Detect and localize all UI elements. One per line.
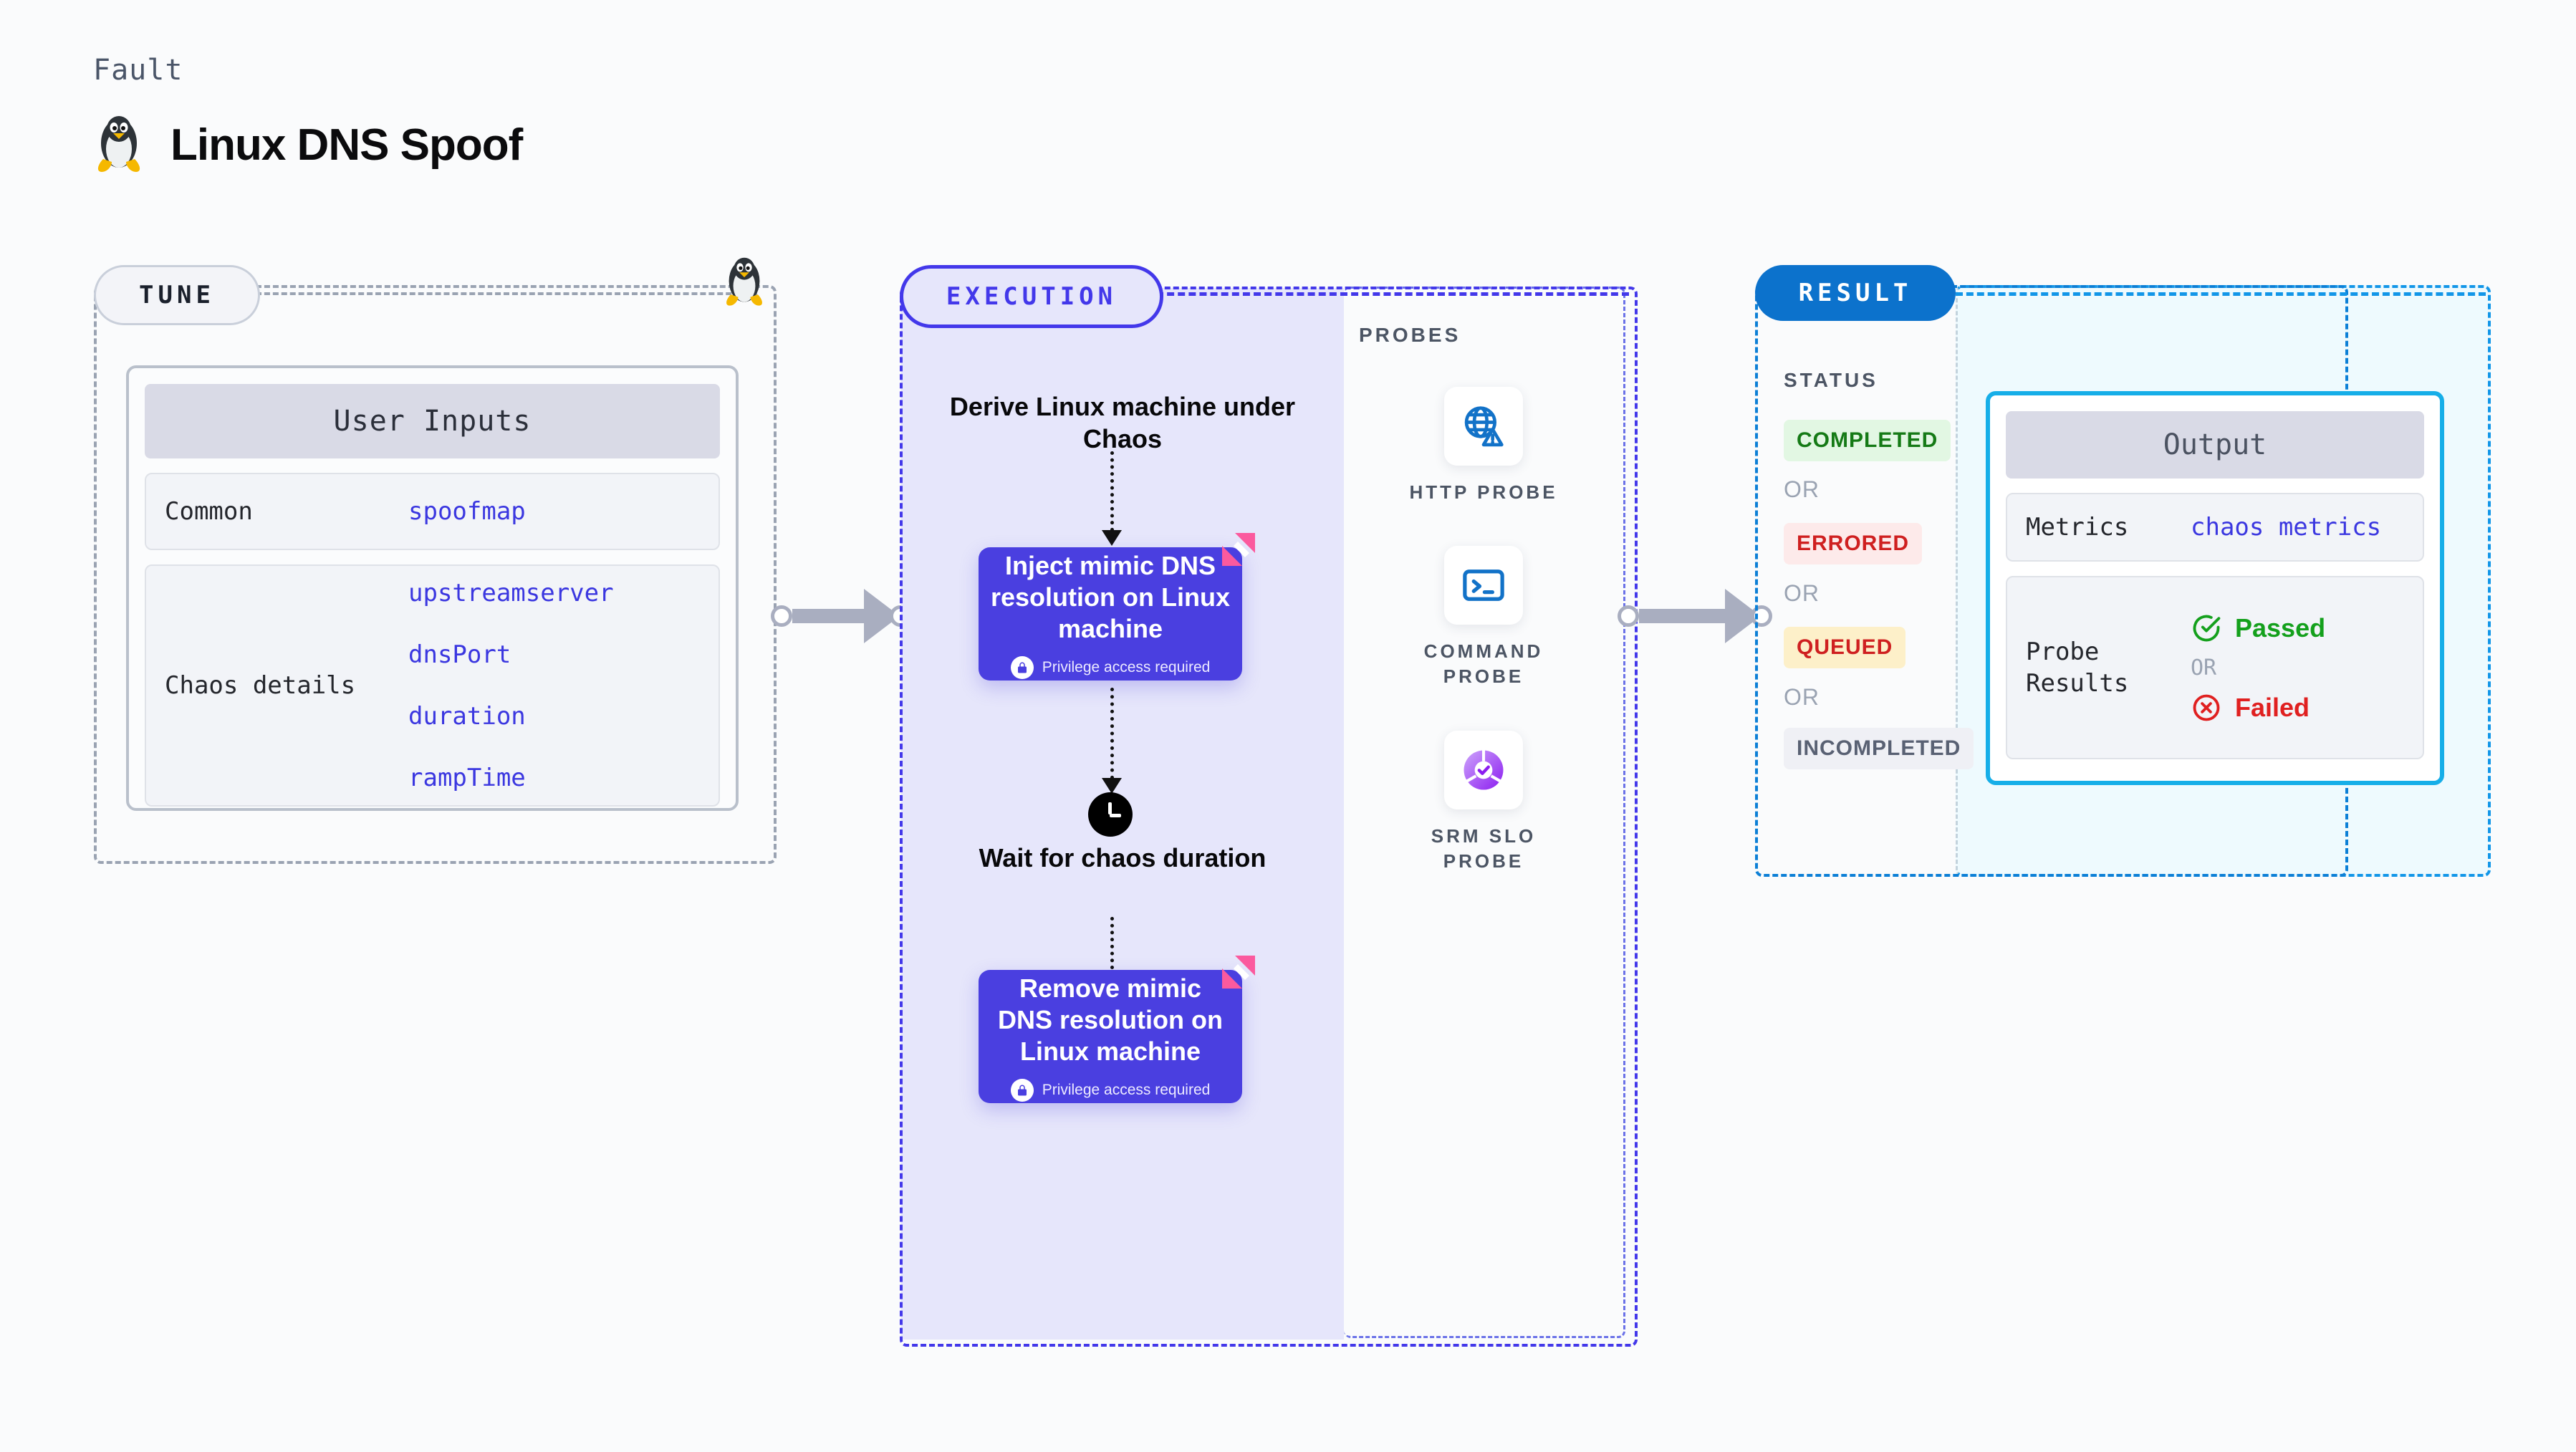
wait-duration-label: Wait for chaos duration [979,843,1267,872]
harness-logo-icon [1222,533,1255,566]
fault-eyebrow-label: Fault [93,54,183,87]
status-section-title: STATUS [1784,369,1878,391]
output-probe-results-label: Probe Results [2026,637,2129,698]
tune-value-ramptime[interactable]: rampTime [408,764,526,792]
execution-node-remove[interactable]: Remove mimic DNS resolution on Linux mac… [979,956,1255,1103]
terminal-icon [1444,546,1523,625]
user-inputs-card: User Inputs Common spoofmap Chaos detail… [126,365,739,811]
exec-connector-3 [1110,917,1114,997]
check-circle-icon [2193,615,2221,641]
tune-linux-penguin-icon [722,256,766,308]
output-row-metrics: Metrics chaos metrics [2006,493,2424,562]
tune-dashed-connector [256,292,757,295]
result-stage-pill[interactable]: RESULT [1755,265,1956,321]
execution-stage-pill[interactable]: EXECUTION [900,265,1163,328]
status-badge-completed: COMPLETED [1784,420,1951,461]
probe-item-command[interactable]: COMMAND PROBE [1401,546,1566,689]
tune-row-chaos-details: Chaos details upstreamserver dnsPort dur… [145,564,720,807]
output-metrics-value[interactable]: chaos metrics [2191,513,2382,542]
execution-node-inject[interactable]: Inject mimic DNS resolution on Linux mac… [979,533,1255,681]
tune-value-duration[interactable]: duration [408,702,526,731]
execution-node-remove-title: Remove mimic DNS resolution on Linux mac… [998,973,1223,1066]
flow-arrow-shaft [1639,609,1725,623]
execution-node-remove-privilege-text: Privilege access required [1042,1081,1211,1098]
probe-result-failed: Failed [2191,692,2325,723]
clock-icon [1088,792,1133,837]
status-badge-incompleted: INCOMPLETED [1784,728,1974,769]
output-row-probe-results: Probe Results Passed OR Failed [2006,576,2424,759]
tune-row-common-values: spoofmap [408,497,526,526]
tune-value-spoofmap[interactable]: spoofmap [408,497,526,526]
probe-item-http[interactable]: HTTP PROBE [1401,387,1566,505]
slo-donut-check-icon [1444,731,1523,809]
exec-connector-1 [1110,451,1114,532]
result-dashed-connector [1956,292,2486,296]
flow-arrow-start-dot [771,605,792,627]
exec-arrowhead-1 [1102,530,1122,546]
tune-value-upstreamserver[interactable]: upstreamserver [408,579,614,607]
fault-title-row: Linux DNS Spoof [93,115,523,175]
linux-penguin-icon [93,115,145,175]
tune-row-chaos-values: upstreamserver dnsPort duration rampTime [408,579,614,792]
flow-arrow-end-dot [1751,605,1772,627]
flow-arrow-start-dot [1618,605,1639,627]
execution-node-inject-title: Inject mimic DNS resolution on Linux mac… [991,551,1230,643]
status-or-label-1: OR [1784,476,1820,502]
status-or-label-3: OR [1784,684,1820,710]
exec-connector-2 [1110,688,1114,779]
flow-arrow-shaft [792,609,864,623]
output-metrics-label: Metrics [2026,513,2129,542]
status-badge-queued: QUEUED [1784,627,1906,668]
x-circle-icon [2193,694,2220,721]
execution-node-remove-privilege: Privilege access required [1010,1078,1211,1102]
lock-icon [1010,655,1034,679]
probe-item-http-label: HTTP PROBE [1409,481,1558,503]
lock-icon [1010,1078,1034,1102]
user-inputs-header: User Inputs [145,384,720,458]
tune-value-dnsport[interactable]: dnsPort [408,640,511,669]
tune-row-common-label: Common [165,497,253,526]
flow-arrow-execution-to-result [1618,589,1772,643]
page-title: Linux DNS Spoof [170,120,523,170]
globe-warning-icon [1444,387,1523,466]
output-probe-results-values: Passed OR Failed [2191,612,2325,723]
status-or-label-2: OR [1784,580,1820,606]
output-card: Output Metrics chaos metrics Probe Resul… [1986,391,2444,785]
tune-row-chaos-label: Chaos details [165,671,356,700]
harness-logo-icon [1222,956,1255,989]
tune-stage-box [94,285,777,864]
execution-stage-box [900,287,1638,1347]
execution-dashed-connector [1156,292,1629,296]
probe-item-srm-slo-label: SRM SLO PROBE [1431,825,1537,872]
output-card-header: Output [2006,411,2424,479]
exec-arrowhead-2 [1102,778,1122,794]
probe-result-passed-label: Passed [2235,612,2326,643]
derive-machine-label: Derive Linux machine under Chaos [949,392,1296,453]
probe-result-failed-label: Failed [2235,692,2310,722]
tune-row-common: Common spoofmap [145,473,720,550]
probe-item-command-label: COMMAND PROBE [1423,640,1544,688]
probes-section-title: PROBES [1359,324,1461,346]
execution-node-inject-privilege: Privilege access required [1010,655,1211,679]
probe-result-passed: Passed [2191,612,2325,644]
probe-item-srm-slo[interactable]: SRM SLO PROBE [1401,731,1566,874]
flow-arrow-tune-to-execution [771,589,911,643]
tune-stage-pill[interactable]: TUNE [94,265,260,325]
status-badge-errored: ERRORED [1784,523,1923,564]
probe-result-or-label: OR [2191,655,2217,681]
execution-node-inject-privilege-text: Privilege access required [1042,658,1211,675]
